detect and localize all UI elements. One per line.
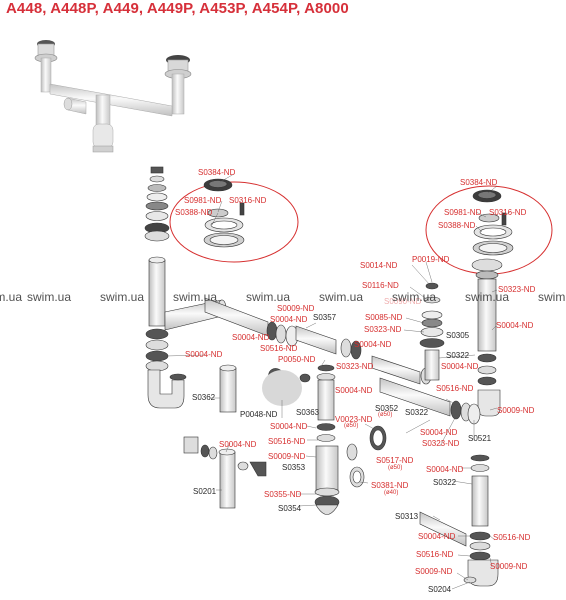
label-s0009-b: S0009-ND: [277, 304, 315, 313]
label-v0023: V0023-ND: [335, 415, 373, 424]
label-s0090: S0090-ND: [384, 297, 422, 306]
label-s0352-sub: (ø50): [378, 412, 393, 418]
page-title: A448, A448P, A449, A449P, A453P, A454P, …: [6, 0, 349, 17]
watermark: swim.ua: [246, 290, 291, 304]
label-s0313: S0313: [395, 512, 419, 521]
label-s0981-right: S0981-ND: [444, 208, 482, 217]
label-s0004-j: S0004-ND: [219, 440, 257, 449]
label-s0381-sub: (ø40): [384, 490, 399, 496]
label-s0388-right: S0388-ND: [438, 221, 476, 230]
label-s0004-h: S0004-ND: [270, 422, 308, 431]
label-s0981-left: S0981-ND: [184, 196, 222, 205]
label-s0384-right: S0384-ND: [460, 178, 498, 187]
label-s0322-c: S0322: [433, 478, 457, 487]
label-s0388-left: S0388-ND: [175, 208, 213, 217]
label-p0048: P0048-ND: [240, 410, 278, 419]
label-s0352: S0352: [375, 404, 399, 413]
label-s0323-a: S0323-ND: [364, 325, 402, 334]
label-s0009-a: S0009-ND: [497, 406, 535, 415]
label-p0019: P0019-ND: [412, 255, 450, 264]
label-s0384-left: S0384-ND: [198, 168, 236, 177]
label-s0009-c: S0009-ND: [268, 452, 306, 461]
label-s0516-e: S0516-ND: [416, 550, 454, 559]
label-s0354: S0354: [278, 504, 302, 513]
label-s0009-d: S0009-ND: [490, 562, 528, 571]
label-s0004-c: S0004-ND: [441, 362, 479, 371]
bottom-left-branch: [183, 436, 267, 509]
label-s0323-b: S0323-ND: [498, 285, 536, 294]
label-s0004-b: S0004-ND: [496, 321, 534, 330]
label-s0004-a: S0004-ND: [354, 340, 392, 349]
label-s0517: S0517-ND: [376, 456, 414, 465]
label-s0323-c: S0323-ND: [336, 362, 374, 371]
label-s0116: S0116-ND: [362, 281, 399, 290]
label-s0516-c: S0516-ND: [268, 437, 306, 446]
left-strainer-parts: [203, 178, 245, 248]
label-v0023-sub: (ø50): [344, 423, 359, 429]
label-s0004-g: S0004-ND: [185, 350, 223, 359]
watermark: swim.ua: [392, 290, 437, 304]
label-s0004-l: S0004-ND: [418, 532, 456, 541]
watermark: swim.ua: [100, 290, 145, 304]
label-s0004-d: S0004-ND: [270, 315, 308, 324]
bottom-right-trap: [419, 454, 499, 587]
watermark: swim.ua: [465, 290, 510, 304]
watermark: swim.ua: [0, 290, 23, 304]
leader-lines: [165, 173, 511, 590]
label-s0204: S0204: [428, 585, 452, 594]
right-strainer-parts: [472, 189, 514, 256]
label-s0517-sub: (ø50): [388, 465, 403, 471]
label-s0363: S0363: [296, 408, 320, 417]
label-p0050: P0050-ND: [278, 355, 316, 364]
label-s0004-i: S0004-ND: [420, 428, 458, 437]
label-s0004-k: S0004-ND: [426, 465, 464, 474]
middle-trap: [262, 364, 387, 515]
right-stack: [379, 258, 503, 425]
label-s0014: S0014-ND: [360, 261, 398, 270]
watermark: swim.ua: [173, 290, 218, 304]
product-photo: [34, 40, 192, 153]
label-s0305: S0305: [446, 331, 470, 340]
s0362-pipe: [219, 367, 237, 413]
label-s0009-e: S0009-ND: [415, 567, 453, 576]
label-s0381: S0381-ND: [371, 481, 409, 490]
left-overflow-stack: [144, 166, 227, 409]
left-callout-circle: [169, 181, 299, 263]
watermark: swim.ua: [538, 290, 566, 304]
label-s0516-b: S0516-ND: [260, 344, 298, 353]
label-s0085: S0085-ND: [365, 313, 403, 322]
label-s0355: S0355-ND: [264, 490, 302, 499]
label-s0323-d: S0323-ND: [422, 439, 460, 448]
label-s0357: S0357: [313, 313, 337, 322]
label-s0316-left: S0316-ND: [229, 196, 267, 205]
watermark: swim.ua: [27, 290, 72, 304]
label-s0316-right: S0316-ND: [489, 208, 527, 217]
central-connector: [204, 297, 432, 385]
label-s0004-e: S0004-ND: [232, 333, 270, 342]
label-s0004-f: S0004-ND: [335, 386, 373, 395]
label-s0322-b: S0322: [405, 408, 429, 417]
label-s0362: S0362: [192, 393, 216, 402]
label-s0521: S0521: [468, 434, 492, 443]
label-s0201: S0201: [193, 487, 217, 496]
label-s0516-d: S0516-ND: [493, 533, 531, 542]
label-s0353: S0353: [282, 463, 306, 472]
watermark: swim.ua: [319, 290, 364, 304]
label-s0516-a: S0516-ND: [436, 384, 474, 393]
label-s0322-a: S0322: [446, 351, 470, 360]
